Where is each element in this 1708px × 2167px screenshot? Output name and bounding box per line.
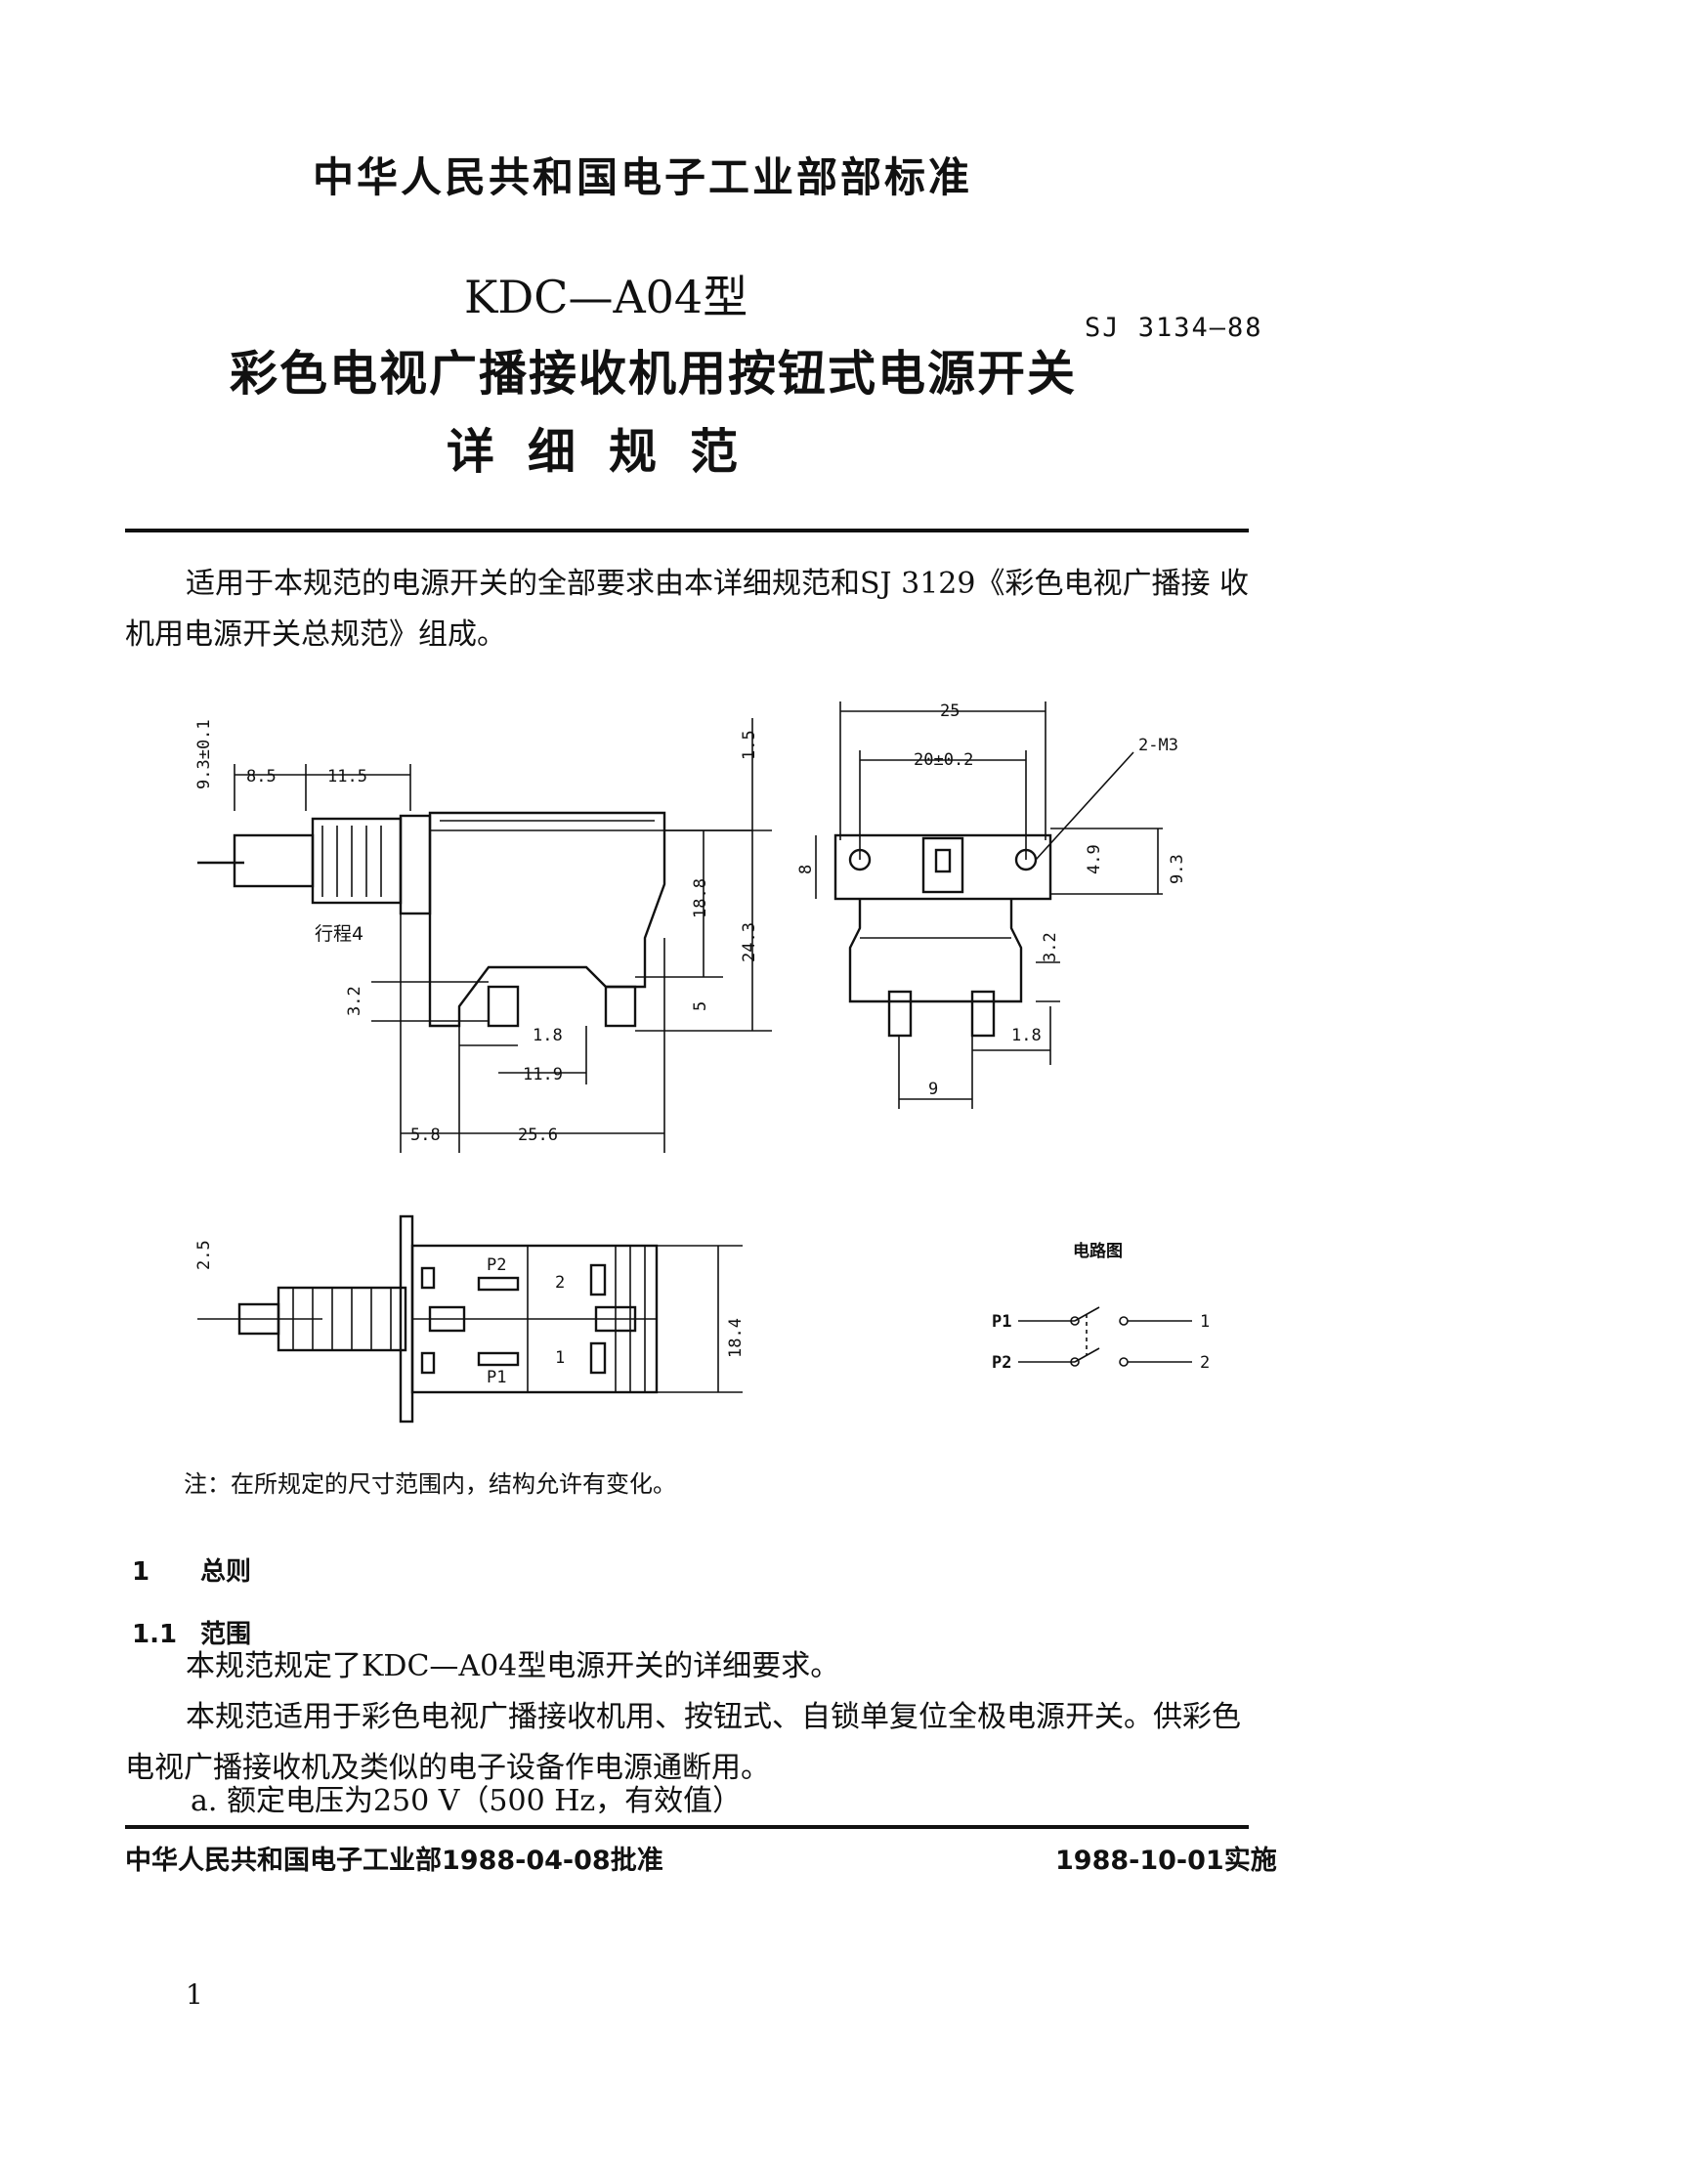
dim-5: 5 [691, 1001, 710, 1011]
dim-3-2-end: 3.2 [1041, 932, 1060, 962]
dim-18-4: 18.4 [726, 1318, 746, 1358]
section-1-1-heading: 1.1 范围 [132, 1614, 251, 1650]
dim-8-5: 8.5 [246, 767, 277, 786]
issuing-ministry: 中华人民共和国电子工业部部标准 [313, 153, 973, 201]
dim-24-3: 24.3 [740, 922, 759, 962]
dim-3-2-side: 3.2 [345, 986, 364, 1016]
footer-rule [125, 1825, 1249, 1829]
circuit-p1: P1 [992, 1312, 1011, 1332]
dim-9-3-end: 9.3 [1168, 854, 1187, 884]
dim-11-9: 11.9 [523, 1065, 563, 1084]
approval-line: 中华人民共和国电子工业部1988-04-08批准 [125, 1846, 663, 1876]
top-view-drawing: 2.5 P2 P1 2 1 18.4 [194, 1214, 746, 1423]
dim-1-8-side: 1.8 [533, 1026, 563, 1045]
section-title: 范围 [200, 1620, 252, 1649]
header-rule [125, 529, 1249, 532]
effective-date: 1988-10-01实施 [1055, 1846, 1277, 1876]
intro-paragraph: 适用于本规范的电源开关的全部要求由本详细规范和SJ 3129《彩色电视广播接 收… [125, 567, 1249, 652]
standard-number: SJ 3134—88 [1085, 313, 1263, 343]
dim-1-5: 1.5 [740, 730, 759, 760]
section-title: 总则 [200, 1557, 252, 1587]
dim-square-2-5: 2.5 [194, 1240, 214, 1270]
scope-line-2: 本规范适用于彩色电视广播接收机用、按钮式、自锁单复位全极电源开关。供彩色电视广播… [125, 1700, 1241, 1785]
circuit-p2: P2 [992, 1353, 1011, 1373]
scope-line-3: a. 额定电压为250 V（500 Hz，有效值） [191, 1784, 743, 1818]
label-n1: 1 [555, 1348, 565, 1368]
section-number: 1.1 [132, 1620, 178, 1649]
section-number: 1 [132, 1557, 150, 1587]
dim-2-m3: 2-M3 [1138, 736, 1178, 755]
model-name: KDC—A04型 [464, 271, 748, 323]
dim-18-8: 18.8 [691, 878, 710, 918]
label-p1: P1 [487, 1368, 506, 1387]
document-subtitle: 详细规范 [447, 424, 772, 480]
dim-1-8-end: 1.8 [1011, 1026, 1042, 1045]
dim-25: 25 [940, 701, 960, 721]
page-number: 1 [186, 1978, 203, 2011]
dim-square-top: 9.3±0.1 [194, 719, 214, 789]
side-view-drawing: 9.3±0.1 8.5 11.5 1.5 18.8 24.3 5 [194, 718, 772, 1153]
dim-8-end: 8 [796, 865, 816, 874]
dim-4-9: 4.9 [1085, 844, 1104, 874]
dim-11-5: 11.5 [327, 767, 367, 786]
document-title: 彩色电视广播接收机用按钮式电源开关 [230, 346, 1078, 402]
circuit-terminal-2: 2 [1200, 1353, 1210, 1373]
dim-5-8: 5.8 [410, 1126, 441, 1145]
dim-9-end: 9 [928, 1080, 938, 1099]
circuit-label: 电路图 [1073, 1241, 1123, 1261]
drawing-note: 注：在所规定的尺寸范围内，结构允许有变化。 [184, 1470, 676, 1498]
dim-20: 20±0.2 [914, 750, 973, 770]
circuit-diagram: 电路图 P1 P2 1 2 [992, 1241, 1210, 1373]
stroke-label: 行程4 [315, 923, 363, 945]
label-p2: P2 [487, 1255, 506, 1275]
label-n2: 2 [555, 1273, 565, 1293]
circuit-terminal-1: 1 [1200, 1312, 1210, 1332]
dim-25-6: 25.6 [518, 1126, 558, 1145]
section-1-heading: 1 总则 [132, 1551, 251, 1588]
scope-line-1: 本规范规定了KDC—A04型电源开关的详细要求。 [186, 1649, 840, 1683]
end-view-drawing: 25 20±0.2 2-M3 9.3 4.9 8 3.2 1.8 [796, 701, 1187, 1109]
